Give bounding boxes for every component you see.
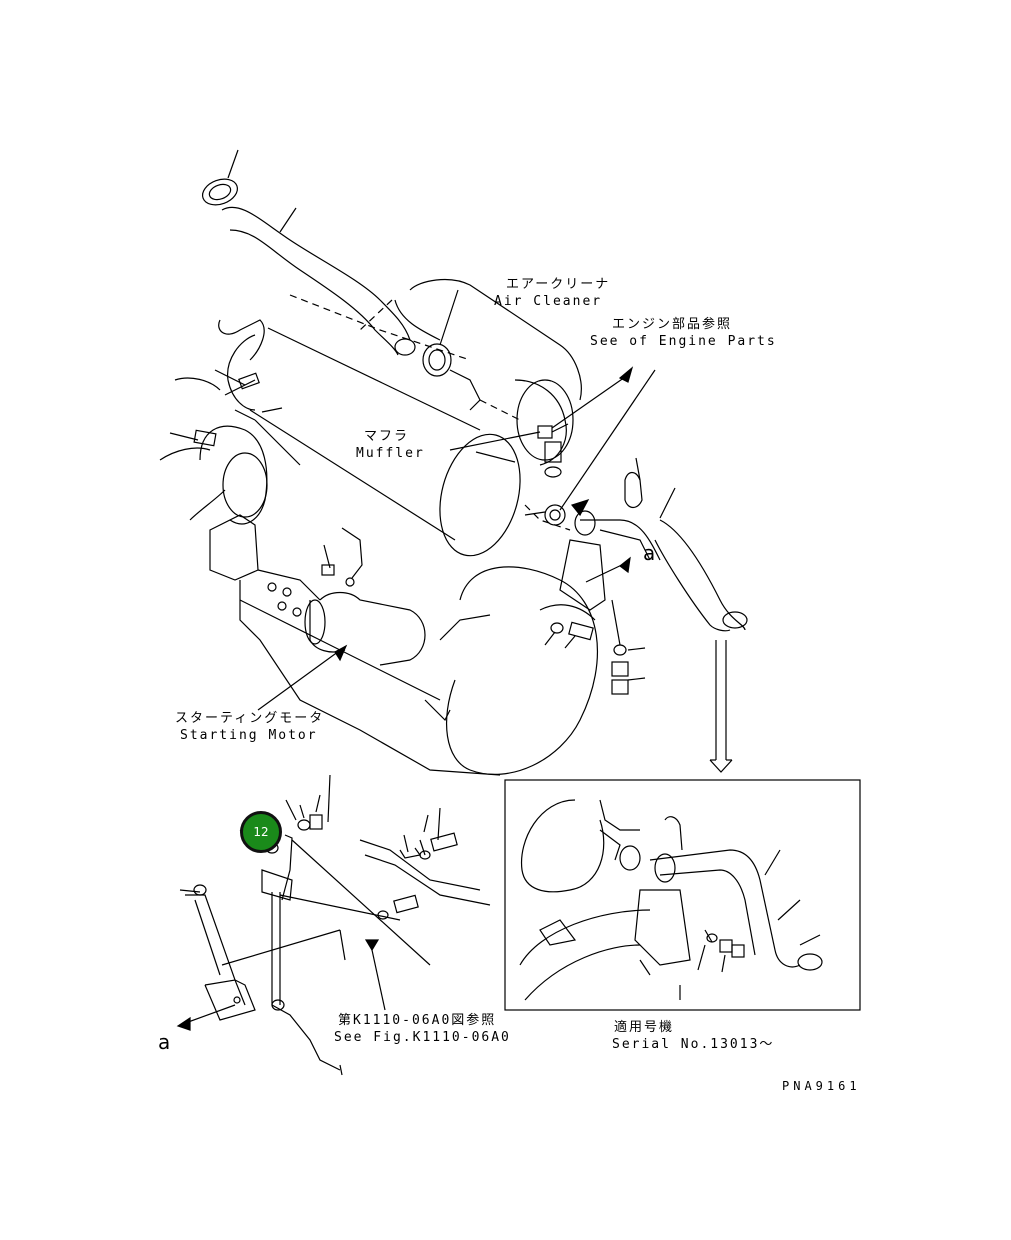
air-cleaner-label-jp: エアークリーナ bbox=[506, 277, 611, 292]
fig-ref-label-jp: 第K1110-06A0図参照 bbox=[338, 1013, 497, 1028]
air-cleaner-label-en: Air Cleaner bbox=[494, 294, 603, 309]
serial-label-jp: 適用号機 bbox=[614, 1020, 675, 1035]
air-cleaner bbox=[359, 279, 582, 466]
muffler bbox=[227, 294, 521, 557]
engine-fan bbox=[159, 319, 301, 525]
serial-label-en: Serial No.13013～ bbox=[612, 1037, 775, 1052]
callout-marker-12[interactable]: 12 bbox=[240, 811, 282, 853]
ref-a-top: a bbox=[643, 541, 656, 565]
engine-side-parts bbox=[509, 366, 748, 695]
starting-motor-label-jp: スターティングモータ bbox=[175, 711, 325, 726]
fig-ref-label-en: See Fig.K1110-06A0 bbox=[334, 1030, 511, 1045]
bracket-assembly bbox=[176, 774, 491, 1076]
drawing-code: PNA9161 bbox=[782, 1079, 861, 1093]
engine-block bbox=[209, 504, 598, 776]
engine-parts-label-jp: エンジン部品参照 bbox=[612, 317, 733, 332]
label-leaders bbox=[257, 644, 348, 711]
ref-a-bottom: a bbox=[158, 1030, 171, 1054]
engine-parts-label-en: See of Engine Parts bbox=[590, 334, 777, 349]
serial-inset bbox=[504, 779, 861, 1011]
top-hose-assembly bbox=[201, 149, 416, 356]
muffler-label-en: Muffler bbox=[356, 446, 425, 461]
muffler-label-jp: マフラ bbox=[364, 429, 410, 444]
callout-marker-label: 12 bbox=[253, 825, 269, 839]
down-arrow bbox=[709, 640, 733, 773]
starting-motor-label-en: Starting Motor bbox=[180, 728, 318, 743]
